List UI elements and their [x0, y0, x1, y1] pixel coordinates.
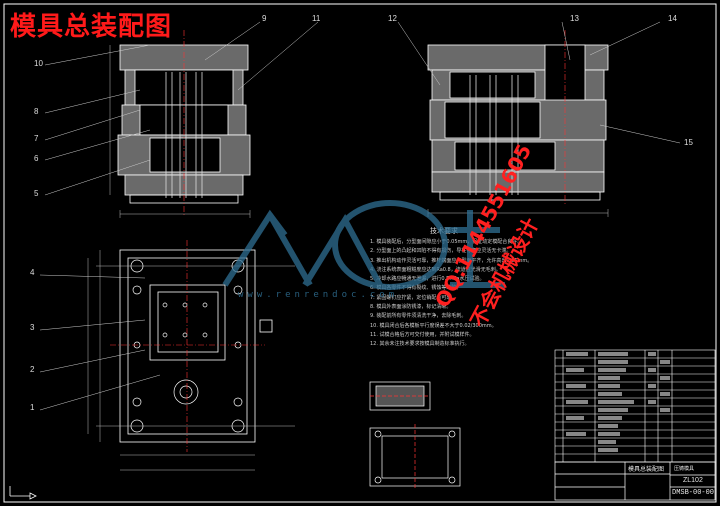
- title-block-material: ZL102: [683, 477, 703, 484]
- watermark-url: www.renrendoc.com: [238, 290, 399, 300]
- tech-requirement-item: 6. 模具各零件不得有裂纹、锈蚀等缺陷。: [370, 285, 462, 292]
- tech-requirement-item: 3. 推出机构动作灵活可靠，推杆端面应与型面平齐，允许高出0.05mm。: [370, 257, 533, 264]
- part-view-side: [369, 381, 431, 411]
- title-block-drawing-no: DMSB-00-00: [672, 489, 715, 497]
- tech-requirement-item: 12. 其余未注技术要求按模具制造标准执行。: [370, 341, 470, 348]
- tech-requirement-item: 11. 试模合格后方可交付使用，并附试模样件。: [370, 331, 475, 338]
- callout-2: 2: [30, 365, 35, 374]
- title-block-product: 压铸模具: [674, 466, 695, 472]
- part-view-plan: [369, 424, 461, 490]
- tech-requirement-item: 8. 模具外表面涂防锈漆，标记清晰。: [370, 304, 452, 311]
- plan-view-centerlines: [110, 240, 265, 452]
- ejector-pins-right: [469, 75, 519, 195]
- callout-6: 6: [34, 154, 39, 163]
- callout-12: 12: [388, 14, 397, 23]
- tech-requirement-item: 9. 装配前所有零件须清洗干净，去除毛刺。: [370, 313, 467, 320]
- drawing-frame: [3, 3, 717, 503]
- callout-5: 5: [34, 189, 39, 198]
- plan-view-dimensions: [87, 250, 255, 471]
- plan-view: [96, 249, 295, 443]
- callout-10: 10: [34, 59, 43, 68]
- callout-15: 15: [684, 138, 693, 147]
- callout-11: 11: [312, 14, 321, 23]
- leader-lines-right: [397, 21, 681, 144]
- plan-view-holes: [130, 259, 245, 433]
- ejector-pins-left: [165, 72, 203, 198]
- bill-of-materials: [554, 349, 716, 463]
- leader-lines-left: [44, 21, 319, 196]
- callout-14: 14: [668, 14, 677, 23]
- tech-requirement-item: 7. 紧固螺钉应拧紧，定位销配合可靠。: [370, 294, 457, 301]
- callout-1: 1: [30, 403, 35, 412]
- callout-7: 7: [34, 134, 39, 143]
- callout-13: 13: [570, 14, 579, 23]
- callout-3: 3: [30, 323, 35, 332]
- bom-cell-marks: [566, 352, 670, 452]
- watermark-logo: [222, 200, 505, 290]
- title-block-name: 模具总装配图: [628, 466, 665, 473]
- ucs-icon: [9, 486, 37, 500]
- leader-lines-bottom: [39, 274, 161, 411]
- title-block: [554, 461, 716, 501]
- callout-9: 9: [262, 14, 267, 23]
- dimensions-left: [109, 45, 251, 218]
- drawing-title: 模具总装配图: [10, 12, 173, 42]
- callout-8: 8: [34, 107, 39, 116]
- callout-4: 4: [30, 268, 35, 277]
- tech-requirement-item: 10. 模具闭合后各模板平行度误差不大于0.02/300mm。: [370, 322, 497, 329]
- tech-requirement-item: 2. 分型面上的凸起和凹陷不得有损伤，导柱导套应灵活无卡滞。: [370, 248, 512, 255]
